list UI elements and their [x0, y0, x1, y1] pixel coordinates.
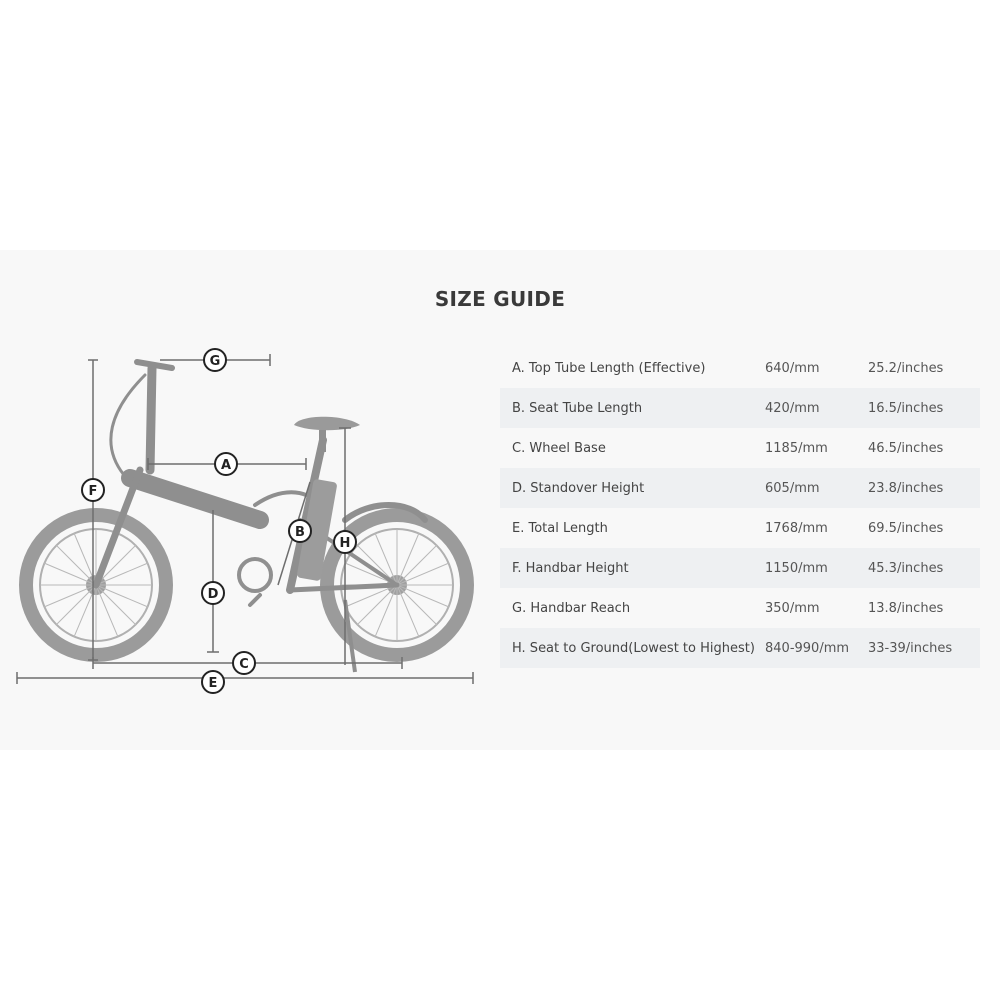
row-inches: 69.5/inches — [868, 520, 944, 536]
bike-frame — [92, 359, 428, 607]
row-label: F. Handbar Height — [512, 560, 629, 576]
bike-diagram: F G A B H D C E — [16, 348, 474, 694]
row-inches: 25.2/inches — [868, 360, 944, 376]
marker-c: C — [232, 651, 256, 675]
row-mm: 350/mm — [765, 600, 820, 616]
row-inches: 23.8/inches — [868, 480, 944, 496]
marker-b: B — [288, 519, 312, 543]
marker-e: E — [201, 670, 225, 694]
table-row: C. Wheel Base 1185/mm 46.5/inches — [500, 428, 980, 468]
chainring — [237, 557, 273, 593]
saddle — [294, 416, 360, 452]
marker-a: A — [214, 452, 238, 476]
table-row: E. Total Length 1768/mm 69.5/inches — [500, 508, 980, 548]
svg-text:B: B — [295, 525, 305, 540]
row-label: G. Handbar Reach — [512, 600, 631, 616]
table-row: F. Handbar Height 1150/mm 45.3/inches — [500, 548, 980, 588]
row-label: A. Top Tube Length (Effective) — [512, 360, 706, 376]
row-mm: 1185/mm — [765, 440, 828, 456]
svg-text:A: A — [221, 458, 231, 473]
table-row: H. Seat to Ground(Lowest to Highest) 840… — [500, 628, 980, 668]
table-row: B. Seat Tube Length 420/mm 16.5/inches — [500, 388, 980, 428]
svg-text:F: F — [89, 484, 98, 499]
battery — [297, 479, 337, 581]
svg-text:E: E — [209, 676, 218, 691]
svg-text:H: H — [340, 536, 351, 551]
table-row: D. Standover Height 605/mm 23.8/inches — [500, 468, 980, 508]
row-mm: 640/mm — [765, 360, 820, 376]
row-mm: 1150/mm — [765, 560, 828, 576]
row-label: H. Seat to Ground(Lowest to Highest) — [512, 640, 755, 656]
row-label: C. Wheel Base — [512, 440, 606, 456]
row-label: D. Standover Height — [512, 480, 645, 496]
marker-h: H — [333, 530, 357, 554]
row-inches: 33-39/inches — [868, 640, 953, 656]
row-mm: 840-990/mm — [765, 640, 850, 656]
row-mm: 605/mm — [765, 480, 820, 496]
row-inches: 13.8/inches — [868, 600, 944, 616]
kickstand — [343, 599, 357, 673]
svg-text:G: G — [210, 354, 221, 369]
row-mm: 1768/mm — [765, 520, 828, 536]
row-label: E. Total Length — [512, 520, 608, 536]
row-label: B. Seat Tube Length — [512, 400, 643, 416]
marker-g: G — [203, 348, 227, 372]
svg-text:C: C — [239, 657, 249, 672]
size-table: A. Top Tube Length (Effective) 640/mm 25… — [500, 348, 980, 668]
table-row: A. Top Tube Length (Effective) 640/mm 25… — [500, 348, 980, 388]
row-inches: 16.5/inches — [868, 400, 944, 416]
table-row: G. Handbar Reach 350/mm 13.8/inches — [500, 588, 980, 628]
row-inches: 46.5/inches — [868, 440, 944, 456]
page-title: SIZE GUIDE — [434, 287, 566, 311]
marker-d: D — [201, 581, 225, 605]
svg-text:D: D — [208, 587, 219, 602]
row-mm: 420/mm — [765, 400, 820, 416]
row-inches: 45.3/inches — [868, 560, 944, 576]
marker-f: F — [81, 478, 105, 502]
